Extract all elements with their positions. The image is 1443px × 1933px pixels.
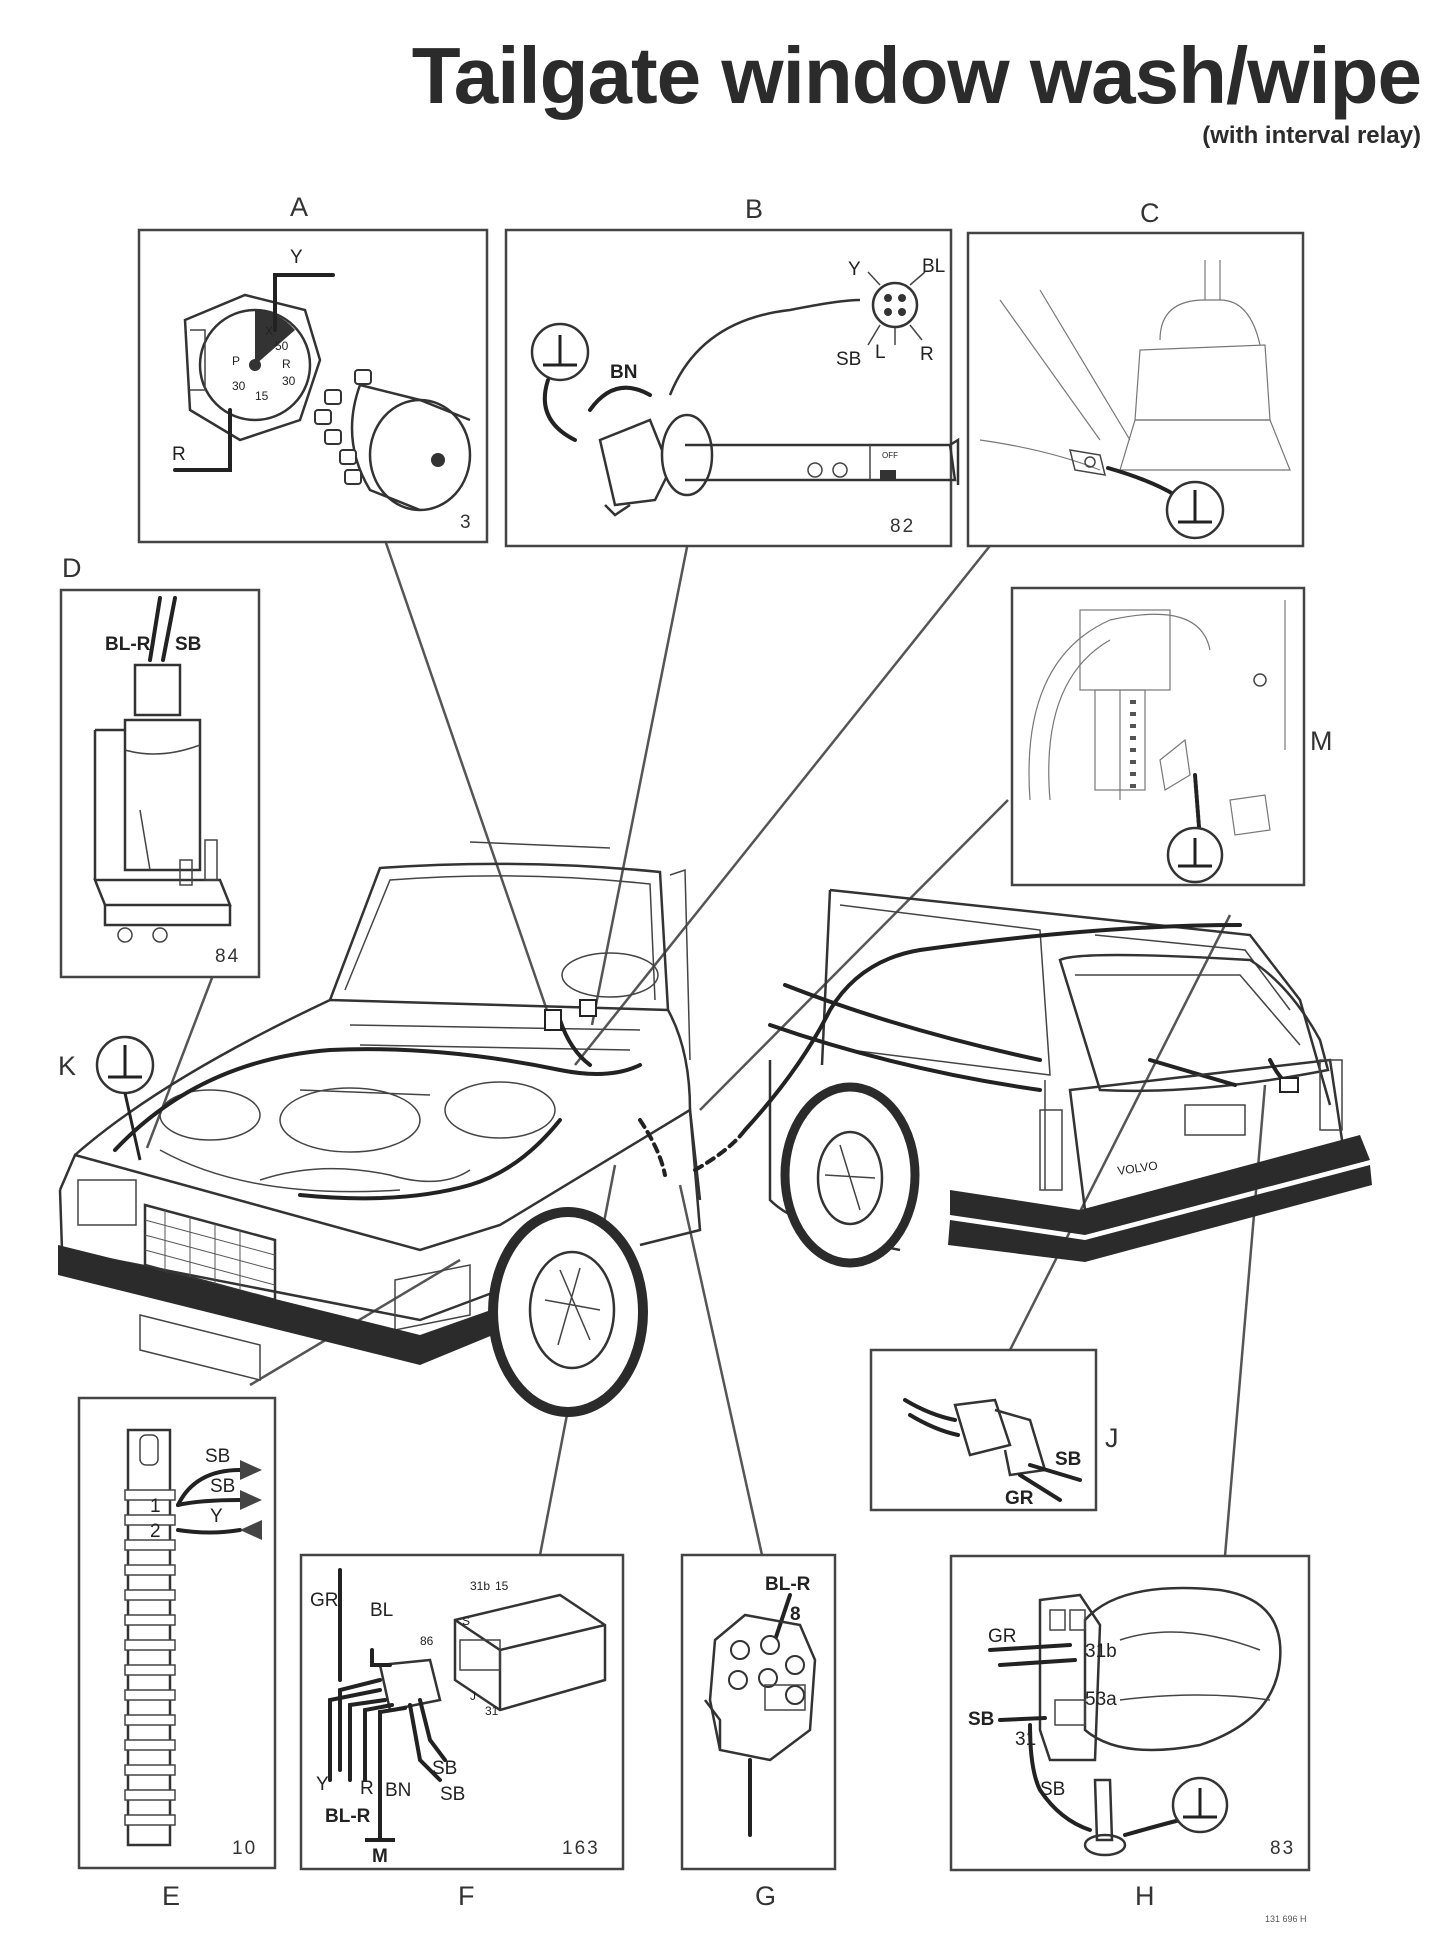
terminal-e-1: 1: [150, 1496, 161, 1517]
panel-j: J SB GR: [869, 1348, 1119, 1512]
panel-a-number: 3: [460, 512, 473, 533]
wire-f-bn: BN: [385, 1780, 411, 1801]
panel-b-number: 82: [890, 516, 915, 537]
wire-f-sb-2: SB: [440, 1784, 465, 1805]
terminal-f-31: 31: [485, 1704, 499, 1718]
wire-g-bl-r: BL-R: [765, 1574, 811, 1595]
wire-h-sb-2: SB: [1040, 1779, 1065, 1800]
wire-b-bl: BL: [922, 256, 945, 277]
panel-g-letter: G: [755, 1881, 776, 1911]
wire-h-sb-1: SB: [968, 1709, 994, 1730]
panel-d-number: 84: [215, 946, 240, 967]
wire-j-sb: SB: [1055, 1449, 1081, 1470]
terminal-f-j: J: [470, 1689, 476, 1703]
terminal-a-15: 15: [255, 389, 269, 403]
panel-a-letter: A: [290, 192, 308, 222]
wire-f-bl: BL: [370, 1600, 393, 1621]
panel-h-letter: H: [1135, 1881, 1155, 1911]
terminal-f-31b: 31b: [470, 1579, 490, 1593]
wire-b-bn: BN: [610, 362, 637, 383]
reference-code: 131 696 H: [1265, 1914, 1307, 1924]
panel-b-letter: B: [745, 194, 763, 224]
panel-c: C: [966, 198, 1305, 548]
wire-f-sb-1: SB: [432, 1758, 457, 1779]
panel-f: F 163 31b 15 S 86 J 31 GR BL Y R BN SB S…: [299, 1553, 625, 1911]
panel-d: D 84 BL-R SB: [59, 553, 261, 979]
panel-g: G BL-R 8: [680, 1553, 837, 1911]
wire-f-m: M: [372, 1846, 388, 1867]
panel-b: B 82 BN OFF Y BL SB L R: [504, 194, 960, 548]
terminal-a-30b: 30: [282, 374, 296, 388]
terminal-a-x: X: [265, 324, 273, 338]
panel-j-letter: J: [1105, 1423, 1119, 1453]
panel-h: H 83 GR SB SB 31b 53a 31: [949, 1554, 1311, 1911]
terminal-h-53a: 53a: [1085, 1689, 1117, 1710]
panel-m: M: [1010, 586, 1333, 887]
wire-e-y: Y: [210, 1506, 223, 1527]
panel-h-number: 83: [1270, 1838, 1295, 1859]
terminal-h-31: 31: [1015, 1729, 1036, 1750]
terminal-g-8: 8: [790, 1604, 801, 1625]
panel-f-number: 163: [562, 1838, 600, 1859]
car-rear-illustration: VOLVO: [743, 888, 1372, 1268]
wire-b-y: Y: [848, 259, 861, 280]
wire-e-sb-2: SB: [210, 1476, 235, 1497]
switch-off-mark: OFF: [882, 451, 898, 460]
wire-d-sb: SB: [175, 634, 201, 655]
wire-h-gr: GR: [988, 1626, 1017, 1647]
wire-b-r: R: [920, 344, 934, 365]
wire-b-l: L: [875, 342, 886, 363]
wire-j-gr: GR: [1005, 1488, 1034, 1509]
panel-e-number: 10: [232, 1838, 257, 1859]
page-subtitle: (with interval relay): [1202, 122, 1421, 149]
wire-f-bl-r: BL-R: [325, 1806, 371, 1827]
terminal-f-86: 86: [420, 1634, 434, 1648]
terminal-f-15: 15: [495, 1579, 509, 1593]
wire-a-y: Y: [290, 247, 303, 268]
panel-e: E 10 1 2 SB SB Y: [77, 1396, 277, 1911]
terminal-e-2: 2: [150, 1521, 161, 1542]
terminal-a-p: P: [232, 354, 240, 368]
volvo-badge: VOLVO: [1116, 1158, 1158, 1177]
panel-d-letter: D: [62, 553, 82, 583]
wire-d-bl-r: BL-R: [105, 634, 151, 655]
wire-b-sb: SB: [836, 349, 861, 370]
wire-e-sb-1: SB: [205, 1446, 230, 1467]
car-front-illustration: [58, 841, 747, 1417]
panel-m-letter: M: [1310, 726, 1333, 756]
panel-f-letter: F: [458, 1881, 475, 1911]
terminal-f-s: S: [462, 1614, 470, 1628]
terminal-h-31b: 31b: [1085, 1641, 1117, 1662]
terminal-a-30: 30: [232, 379, 246, 393]
terminal-a-50: 50: [275, 339, 289, 353]
panel-c-letter: C: [1140, 198, 1160, 228]
wire-f-r: R: [360, 1778, 374, 1799]
panel-a: A 3 X 50 P R 30 15 30 Y R: [137, 192, 489, 544]
panel-k-letter: K: [58, 1051, 76, 1081]
wire-f-y: Y: [316, 1774, 329, 1795]
terminal-a-r: R: [282, 357, 291, 371]
wire-f-gr: GR: [310, 1590, 339, 1611]
panel-e-letter: E: [162, 1881, 180, 1911]
page-title: Tailgate window wash/wipe: [411, 31, 1422, 120]
wire-a-r: R: [172, 444, 186, 465]
